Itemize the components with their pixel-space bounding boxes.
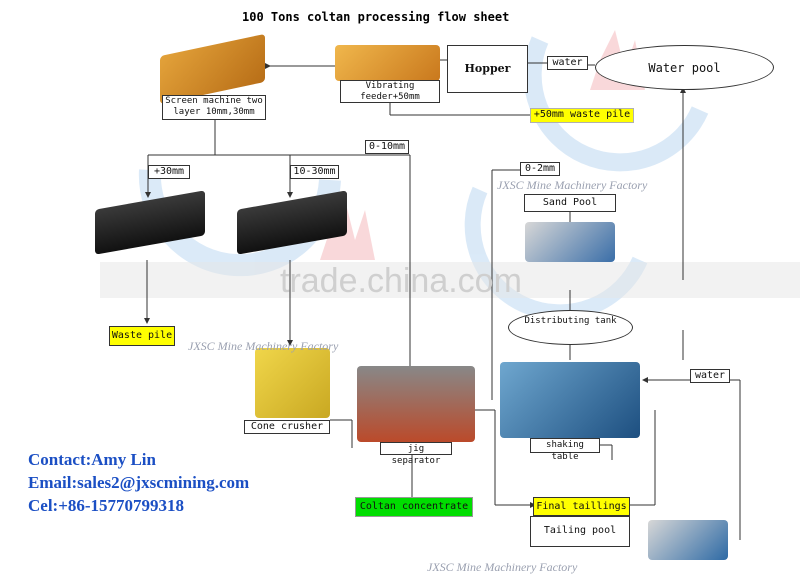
- vibrating-feeder-label: Vibrating feeder+50mm: [340, 80, 440, 103]
- size-30mm-label: +30mm: [148, 165, 190, 179]
- sand-pump-image: [525, 222, 615, 262]
- contact-email: Email:sales2@jxscmining.com: [28, 473, 250, 492]
- water-pool-ellipse: Water pool: [595, 45, 774, 90]
- waste-pile-50mm: +50mm waste pile: [530, 108, 634, 123]
- watermark-factory-3: JXSC Mine Machinery Factory: [427, 560, 578, 574]
- cone-crusher-label: Cone crusher: [244, 420, 330, 434]
- contact-phone: Cel:+86-15770799318: [28, 496, 185, 515]
- final-tailings-box: Final taillings: [533, 497, 630, 516]
- jig-separator-image: [357, 366, 475, 442]
- shaking-table-label: shaking table: [530, 438, 600, 462]
- vibrating-feeder-image: [335, 45, 440, 81]
- page-title: 100 Tons coltan processing flow sheet: [242, 10, 510, 24]
- cone-crusher-image: [255, 348, 330, 418]
- water-label-top: water: [547, 56, 588, 70]
- water-label-right: water: [690, 369, 730, 383]
- size-0-2mm-label: 0-2mm: [520, 162, 560, 176]
- watermark-factory-1: JXSC Mine Machinery Factory: [497, 178, 648, 192]
- watermark-trade: trade.china.com: [280, 262, 522, 300]
- watermark-factory-2: JXSC Mine Machinery Factory: [188, 339, 339, 353]
- contact-name: Contact:Amy Lin: [28, 450, 156, 469]
- sand-pool-box: Sand Pool: [524, 194, 616, 212]
- tailing-pool-box: Tailing pool: [530, 516, 630, 547]
- hopper-box: Hopper: [447, 45, 528, 93]
- jig-separator-label: jig separator: [380, 442, 452, 466]
- screen-machine-label: Screen machine two layer 10mm,30mm: [162, 95, 266, 120]
- size-10-30mm-label: 10-30mm: [290, 165, 339, 179]
- shaking-table-image: [500, 362, 640, 438]
- waste-pile-box: Waste pile: [109, 326, 175, 346]
- coltan-concentrate-box: Coltan concentrate: [355, 497, 473, 517]
- distributing-tank-ellipse: Distributing tank: [508, 310, 633, 345]
- water-pump-image: [648, 520, 728, 560]
- size-0-10mm-label: 0-10mm: [365, 140, 409, 154]
